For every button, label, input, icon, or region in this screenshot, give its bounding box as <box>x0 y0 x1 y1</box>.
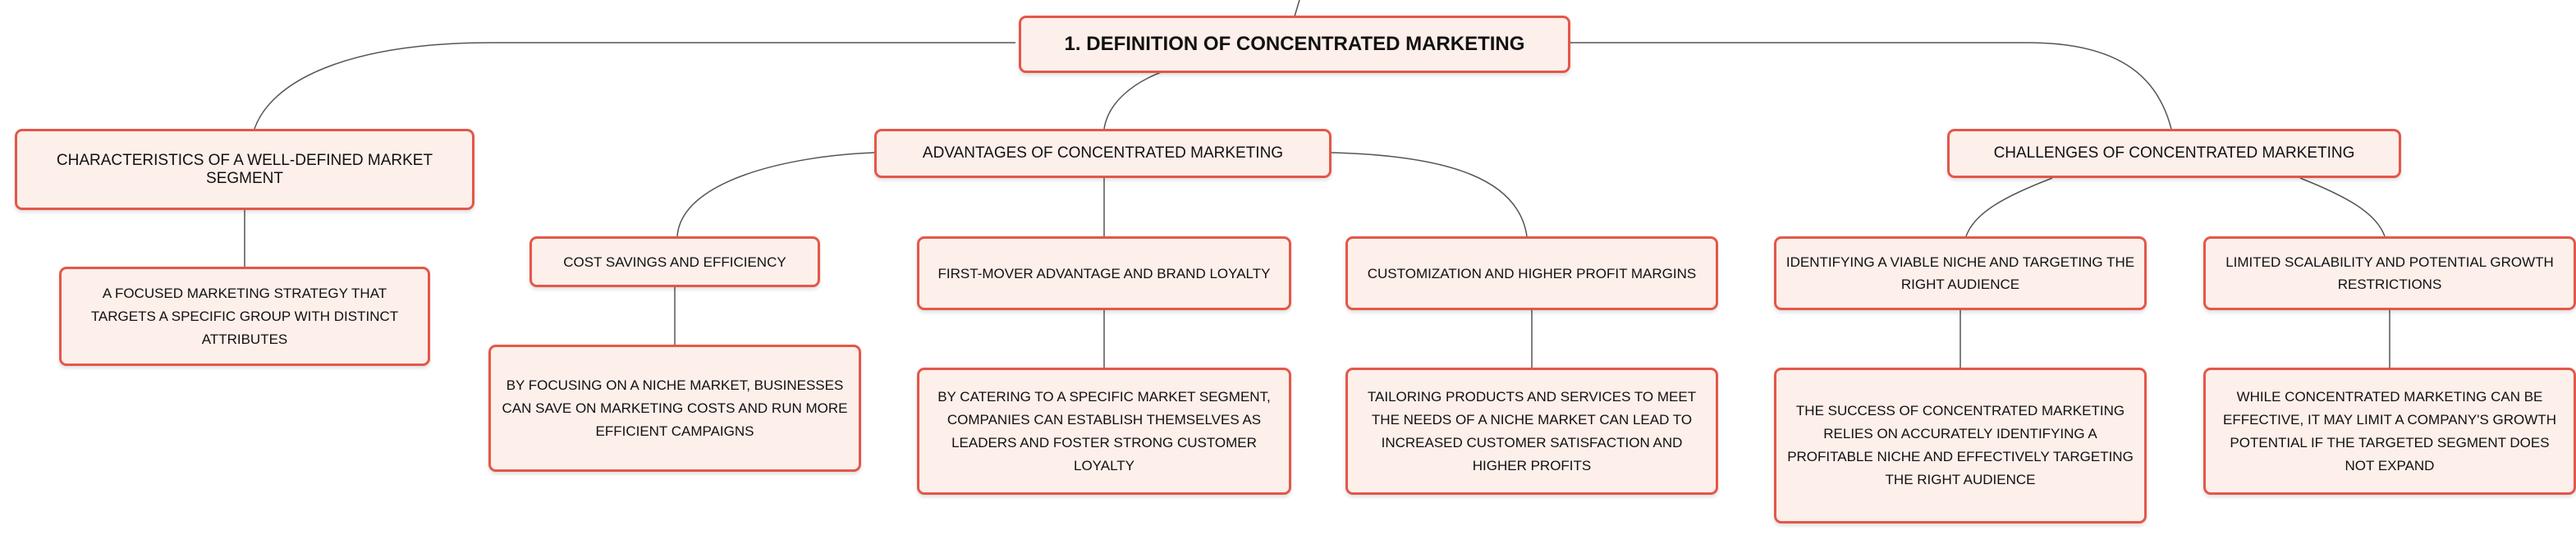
advantage-cost-detail-node[interactable]: BY FOCUSING ON A NICHE MARKET, BUSINESSE… <box>488 345 861 472</box>
challenges-node[interactable]: CHALLENGES OF CONCENTRATED MARKETING <box>1947 129 2401 178</box>
connector-challenges-scalability <box>2299 177 2386 237</box>
characteristics-detail-node[interactable]: A FOCUSED MARKETING STRATEGY THAT TARGET… <box>59 267 430 366</box>
challenge-scalability-detail-node[interactable]: WHILE CONCENTRATED MARKETING CAN BE EFFE… <box>2203 368 2576 495</box>
challenge-scalability-node[interactable]: LIMITED SCALABILITY AND POTENTIAL GROWTH… <box>2203 236 2576 310</box>
advantage-customization-detail-node[interactable]: TAILORING PRODUCTS AND SERVICES TO MEET … <box>1345 368 1718 495</box>
connector-to-parent <box>1294 0 1300 17</box>
advantage-customization-node[interactable]: CUSTOMIZATION AND HIGHER PROFIT MARGINS <box>1345 236 1718 310</box>
challenge-niche-detail-node[interactable]: THE SUCCESS OF CONCENTRATED MARKETING RE… <box>1774 368 2147 524</box>
advantage-firstmover-node[interactable]: FIRST-MOVER ADVANTAGE AND BRAND LOYALTY <box>917 236 1291 310</box>
connector-root-advantages <box>1103 70 1167 130</box>
connector-advantages-customization <box>1331 152 1528 237</box>
challenge-niche-node[interactable]: IDENTIFYING A VIABLE NICHE AND TARGETING… <box>1774 236 2147 310</box>
connector-challenges-niche <box>1965 177 2053 237</box>
advantages-node[interactable]: ADVANTAGES OF CONCENTRATED MARKETING <box>874 129 1332 178</box>
advantage-firstmover-detail-node[interactable]: BY CATERING TO A SPECIFIC MARKET SEGMENT… <box>917 368 1291 495</box>
characteristics-node[interactable]: CHARACTERISTICS OF A WELL-DEFINED MARKET… <box>15 129 474 210</box>
connector-advantages-cost <box>676 152 875 237</box>
advantage-cost-node[interactable]: COST SAVINGS AND EFFICIENCY <box>529 236 820 287</box>
connector-root-challenges <box>1570 42 2172 130</box>
root-node[interactable]: 1. DEFINITION OF CONCENTRATED MARKETING <box>1019 16 1570 73</box>
connector-root-characteristics <box>254 42 1015 130</box>
